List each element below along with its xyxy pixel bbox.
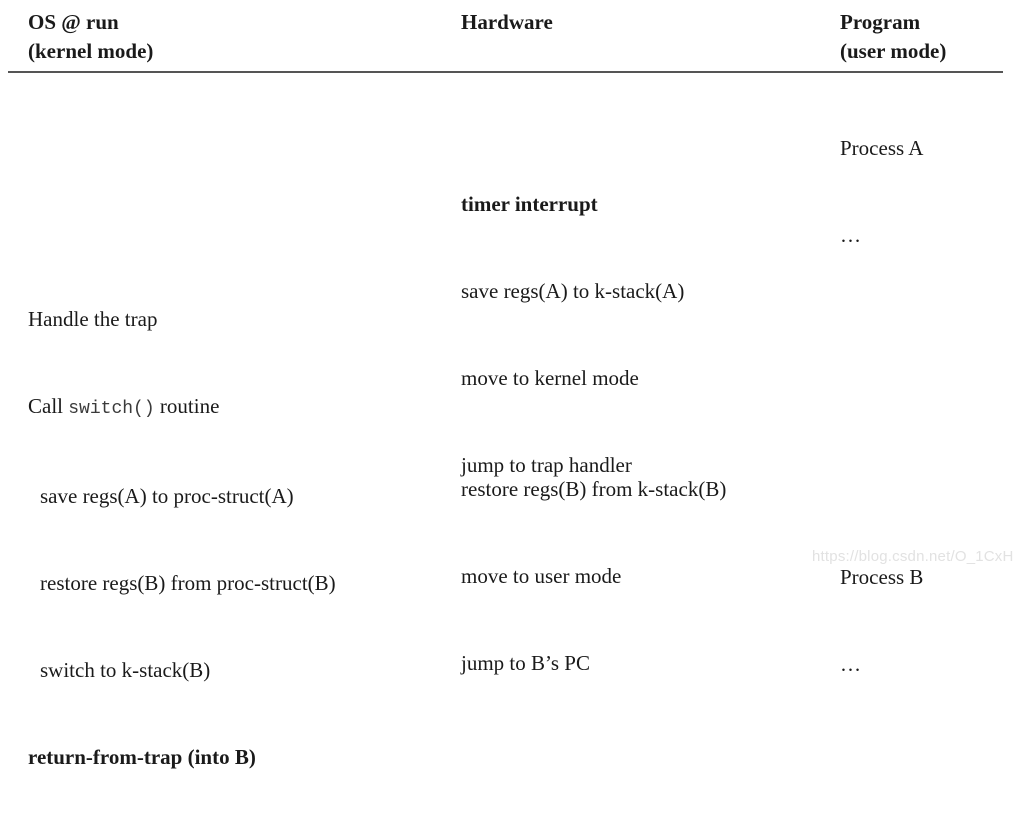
os-switch-call-code: switch()	[68, 399, 155, 419]
column-header-hardware-line1: Hardware	[461, 10, 553, 34]
os-call-prefix: Call	[28, 394, 69, 418]
column-header-program-line1: Program	[840, 10, 921, 34]
hardware-move-kernel-mode: move to kernel mode	[461, 366, 639, 390]
process-b-ellipsis: …	[840, 652, 861, 676]
hardware-move-user-mode: move to user mode	[461, 564, 622, 588]
program-block-process-a: Process A …	[840, 76, 923, 308]
hardware-block-interrupt: timer interrupt save regs(A) to k-stack(…	[461, 132, 684, 538]
column-header-program-line2: (user mode)	[840, 39, 947, 63]
os-return-from-trap: return-from-trap (into B)	[28, 745, 256, 769]
os-call-suffix: routine	[154, 394, 220, 418]
os-handle-trap: Handle the trap	[28, 307, 158, 331]
hardware-timer-interrupt: timer interrupt	[461, 192, 598, 216]
os-save-regs-a: save regs(A) to proc-struct(A)	[40, 484, 294, 508]
column-header-program: Program (user mode)	[840, 8, 946, 66]
os-restore-regs-b: restore regs(B) from proc-struct(B)	[40, 571, 336, 595]
program-block-process-b: Process B …	[840, 505, 923, 737]
column-header-os: OS @ run (kernel mode)	[28, 8, 153, 66]
hardware-jump-b-pc: jump to B’s PC	[461, 651, 590, 675]
context-switch-table: OS @ run (kernel mode) Hardware Program (u…	[0, 0, 1022, 769]
os-call-switch-routine: Call switch() routine	[28, 392, 336, 424]
hardware-save-regs-a: save regs(A) to k-stack(A)	[461, 279, 685, 303]
hardware-restore-regs-b: restore regs(B) from k-stack(B)	[461, 477, 727, 501]
column-header-row: OS @ run (kernel mode) Hardware Program (u…	[0, 0, 1022, 72]
hardware-jump-trap-handler: jump to trap handler	[461, 453, 632, 477]
hardware-block-return: restore regs(B) from k-stack(B) move to …	[461, 417, 726, 736]
column-header-hardware: Hardware	[461, 8, 553, 37]
os-block-switch: Handle the trap Call switch() routine sa…	[28, 247, 336, 830]
header-divider-rule	[8, 71, 1003, 73]
process-a-ellipsis: …	[840, 223, 861, 247]
column-header-os-line2: (kernel mode)	[28, 39, 154, 63]
os-switch-kstack-b: switch to k-stack(B)	[40, 658, 211, 682]
column-header-os-line1: OS @ run	[28, 10, 119, 34]
process-a-label: Process A	[840, 136, 924, 160]
